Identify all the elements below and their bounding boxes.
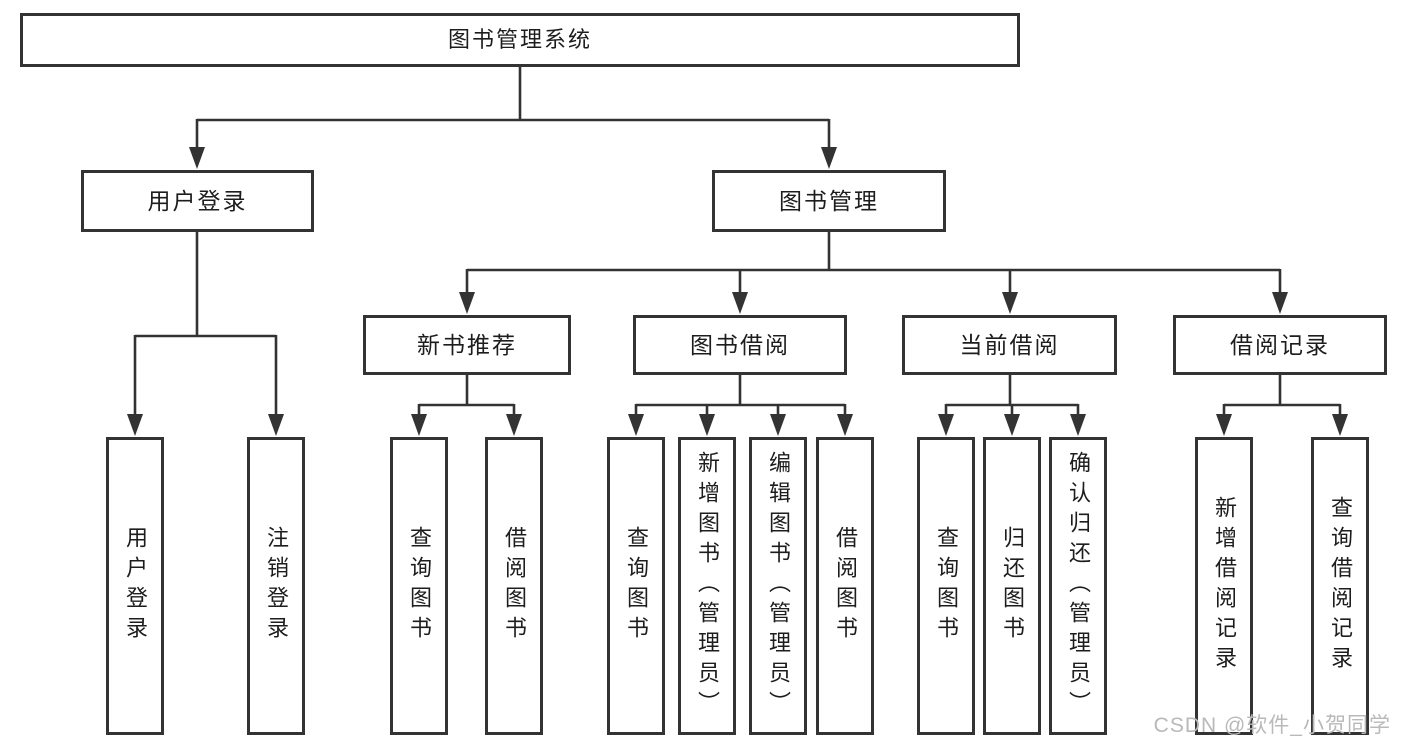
- leaf-borrow-borrow-books: 借阅图书: [816, 437, 874, 735]
- leaf-current-return-books: 归还图书: [983, 437, 1041, 735]
- node-book-borrow: 图书借阅: [633, 315, 847, 375]
- connector-current-borrow-to-leaves: [938, 375, 1086, 436]
- watermark-text: CSDN @软件_小贺同学: [1153, 714, 1391, 737]
- leaf-current-confirm-return-admin: 确认归还（管理员）: [1049, 437, 1107, 735]
- leaf-user-login-label: 用户登录: [123, 526, 148, 646]
- leaf-newbooks-borrow-books-label: 借阅图书: [502, 526, 527, 646]
- leaf-current-return-books-label: 归还图书: [1000, 526, 1025, 646]
- connector-book-borrow-to-leaves: [628, 375, 853, 436]
- leaf-borrow-add-books-admin: 新增图书（管理员）: [678, 437, 736, 735]
- node-user-login-label: 用户登录: [147, 187, 248, 214]
- leaf-newbooks-query-books-label: 查询图书: [407, 526, 432, 646]
- node-user-login: 用户登录: [81, 170, 314, 232]
- leaf-borrow-add-books-admin-label: 新增图书（管理员）: [695, 451, 720, 721]
- leaf-borrow-edit-books-admin-label: 编辑图书（管理员）: [766, 451, 791, 721]
- leaf-user-logout: 注销登录: [247, 437, 305, 735]
- leaf-user-logout-label: 注销登录: [264, 526, 289, 646]
- node-book-management: 图书管理: [712, 170, 946, 232]
- leaf-records-query-record: 查询借阅记录: [1311, 437, 1369, 735]
- leaf-borrow-edit-books-admin: 编辑图书（管理员）: [749, 437, 807, 735]
- leaf-borrow-borrow-books-label: 借阅图书: [833, 526, 858, 646]
- connector-user-login-to-leaves: [127, 232, 284, 436]
- leaf-user-login: 用户登录: [106, 437, 164, 735]
- node-book-borrow-label: 图书借阅: [690, 331, 790, 358]
- node-borrow-records-label: 借阅记录: [1230, 331, 1330, 358]
- node-new-book-recommend-label: 新书推荐: [417, 331, 517, 358]
- node-root-label: 图书管理系统: [447, 27, 592, 52]
- node-current-borrow-label: 当前借阅: [959, 331, 1060, 358]
- connector-borrow-records-to-leaves: [1216, 375, 1348, 436]
- leaf-current-query-books-label: 查询图书: [934, 526, 959, 646]
- leaf-borrow-query-books-label: 查询图书: [624, 526, 649, 646]
- connector-book-mgmt-to-level3: [459, 232, 1288, 314]
- leaf-newbooks-borrow-books: 借阅图书: [485, 437, 543, 735]
- leaf-records-query-record-label: 查询借阅记录: [1328, 496, 1353, 676]
- node-current-borrow: 当前借阅: [902, 315, 1117, 375]
- connector-new-books-to-leaves: [411, 375, 522, 436]
- node-new-book-recommend: 新书推荐: [363, 315, 571, 375]
- connector-root-to-level2: [189, 67, 837, 169]
- leaf-current-query-books: 查询图书: [917, 437, 975, 735]
- node-root: 图书管理系统: [20, 13, 1020, 67]
- leaf-records-add-record: 新增借阅记录: [1195, 437, 1253, 735]
- node-borrow-records: 借阅记录: [1173, 315, 1387, 375]
- leaf-borrow-query-books: 查询图书: [607, 437, 665, 735]
- node-book-management-label: 图书管理: [779, 187, 879, 214]
- leaf-records-add-record-label: 新增借阅记录: [1212, 496, 1237, 676]
- leaf-newbooks-query-books: 查询图书: [390, 437, 448, 735]
- leaf-current-confirm-return-admin-label: 确认归还（管理员）: [1066, 451, 1091, 721]
